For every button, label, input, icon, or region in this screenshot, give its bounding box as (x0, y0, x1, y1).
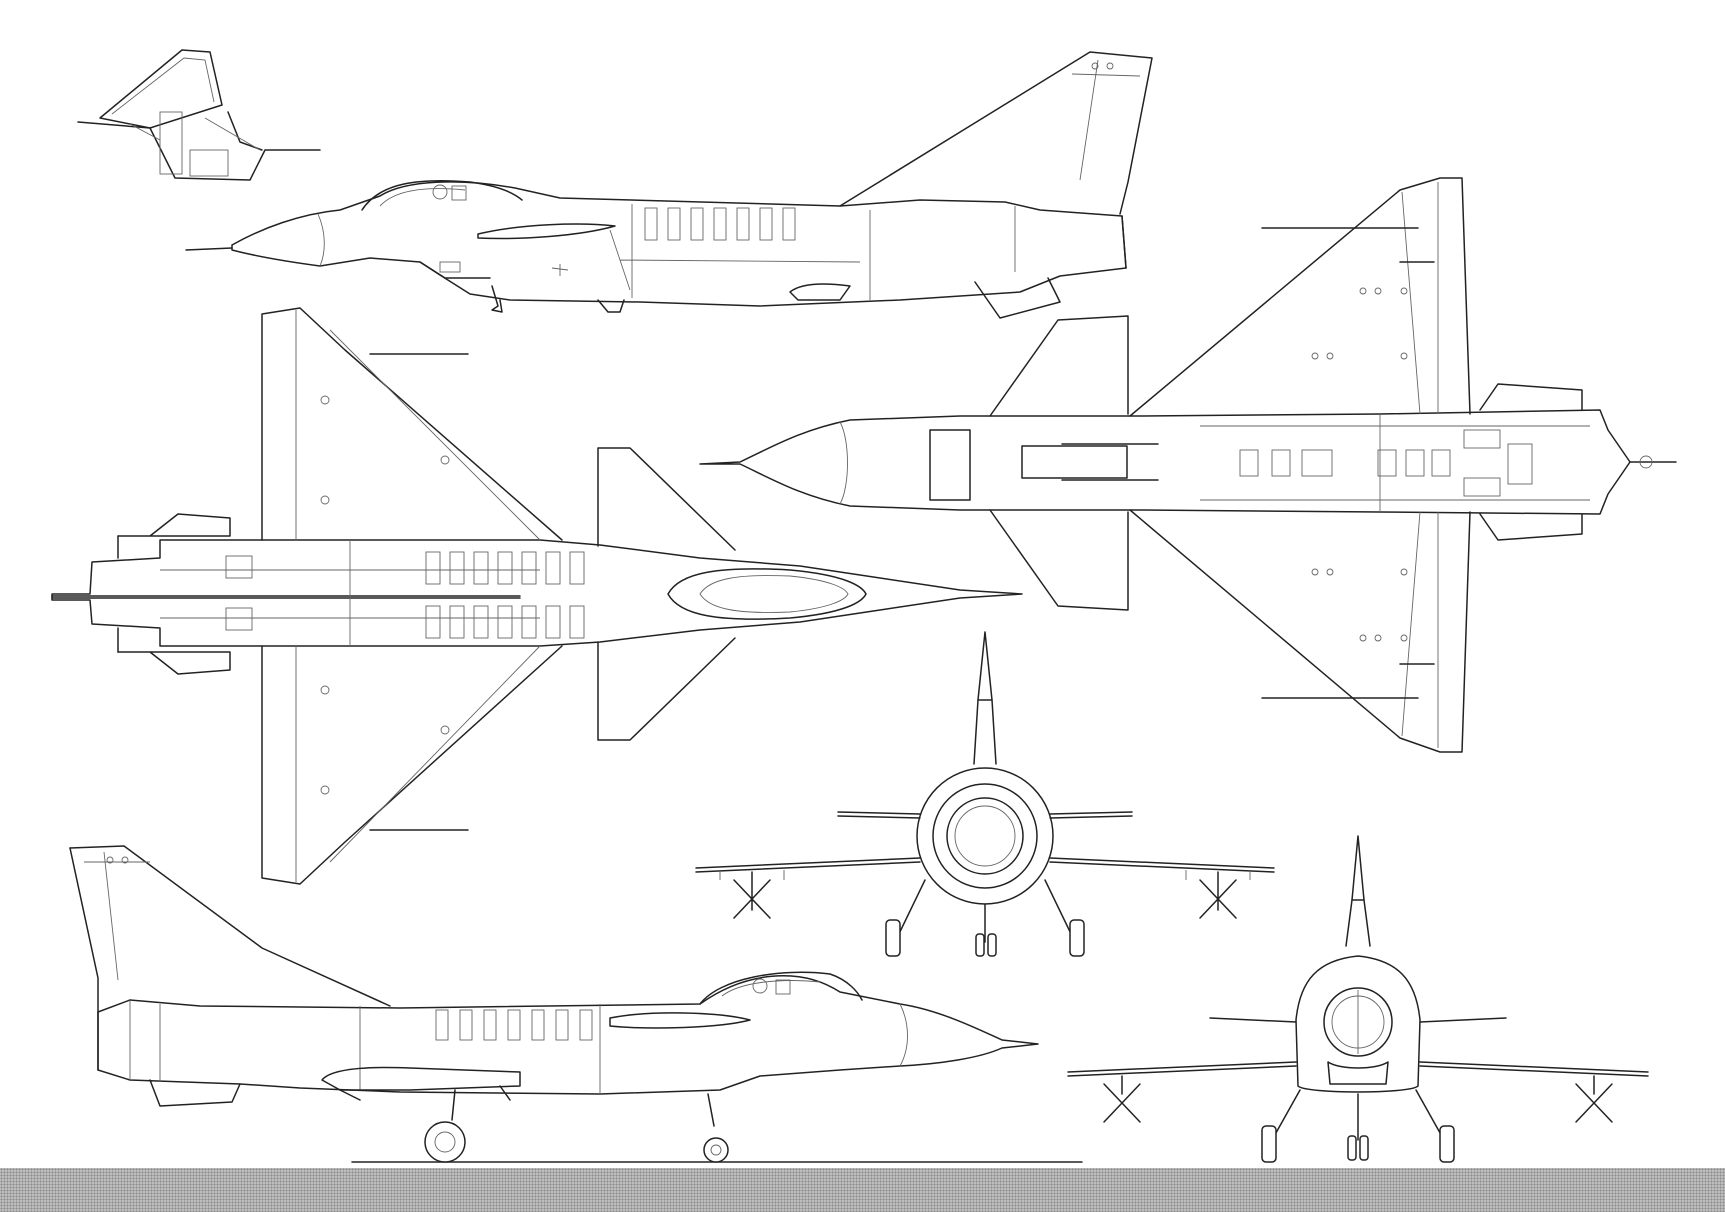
bottom-view (699, 177, 1677, 753)
top-view (51, 307, 1023, 885)
front-view (1067, 835, 1649, 1163)
canopy-open-detail (77, 49, 321, 181)
side-view-left (69, 845, 1083, 1163)
ground-band (0, 1168, 1725, 1212)
side-view-right (185, 51, 1153, 319)
rear-view (695, 631, 1275, 957)
